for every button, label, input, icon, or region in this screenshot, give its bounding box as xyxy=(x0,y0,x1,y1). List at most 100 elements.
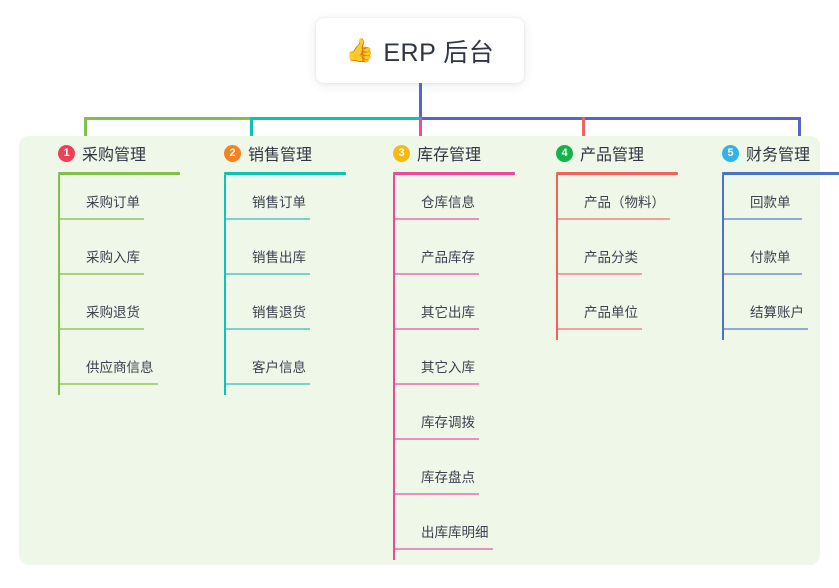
module-item-rule xyxy=(226,218,310,220)
module-item-rule xyxy=(395,273,479,275)
module-item[interactable]: 供应商信息 xyxy=(58,340,199,395)
module-item-label: 销售退货 xyxy=(252,305,306,320)
module-index-badge: 1 xyxy=(58,144,75,162)
branch-drop-3 xyxy=(419,117,422,139)
module-item-rule xyxy=(724,273,802,275)
module-item-rule xyxy=(558,273,642,275)
module-item-label: 其它入库 xyxy=(421,360,475,375)
module-item-rule xyxy=(60,218,144,220)
module-item-rule xyxy=(395,383,479,385)
module-header-rule xyxy=(58,172,180,175)
branch-drop-1 xyxy=(84,117,87,139)
module-item[interactable]: 库存调拨 xyxy=(393,395,544,450)
module-item-rule xyxy=(558,328,642,330)
module-header-2[interactable]: 2 销售管理 xyxy=(205,136,365,170)
modules-panel: 1 采购管理采购订单采购入库采购退货供应商信息 2 销售管理销售订单销售出库销售退货客… xyxy=(19,136,839,565)
module-index-badge: 4 xyxy=(556,144,573,162)
module-item-rule xyxy=(395,493,479,495)
module-item-label: 回款单 xyxy=(750,195,791,210)
module-item-rule xyxy=(60,383,158,385)
module-item-label: 付款单 xyxy=(750,250,791,265)
module-item[interactable]: 产品库存 xyxy=(393,230,544,285)
module-item-label: 销售出库 xyxy=(252,250,306,265)
module-item-label: 产品库存 xyxy=(421,250,475,265)
module-title: 财务管理 xyxy=(746,147,811,164)
module-item[interactable]: 采购入库 xyxy=(58,230,199,285)
horizontal-connector-green xyxy=(84,117,252,120)
module-index-badge: 3 xyxy=(393,144,410,162)
module-header-rule xyxy=(224,172,346,175)
module-item-label: 出库库明细 xyxy=(421,525,489,540)
module-item-label: 采购入库 xyxy=(86,250,140,265)
module-item-label: 仓库信息 xyxy=(421,195,475,210)
module-header-4[interactable]: 4 产品管理 xyxy=(537,136,707,170)
module-item-rule xyxy=(395,218,479,220)
module-item[interactable]: 采购订单 xyxy=(58,175,199,230)
root-stem-connector xyxy=(419,83,422,119)
module-item[interactable]: 回款单 xyxy=(722,175,839,230)
module-item[interactable]: 付款单 xyxy=(722,230,839,285)
module-item[interactable]: 采购退货 xyxy=(58,285,199,340)
module-item-list: 销售订单销售出库销售退货客户信息 xyxy=(224,175,365,395)
module-item-rule xyxy=(60,273,144,275)
module-item-list: 仓库信息产品库存其它出库其它入库库存调拨库存盘点出库库明细 xyxy=(393,175,544,560)
module-header-3[interactable]: 3 库存管理 xyxy=(374,136,544,170)
module-column-4: 4 产品管理产品（物料） 产品分类产品单位 xyxy=(537,136,707,340)
module-column-1: 1 采购管理采购订单采购入库采购退货供应商信息 xyxy=(39,136,199,395)
module-spine-line xyxy=(224,175,226,395)
module-item[interactable]: 产品单位 xyxy=(556,285,707,340)
module-title: 库存管理 xyxy=(417,147,482,164)
module-title: 采购管理 xyxy=(82,147,147,164)
module-item[interactable]: 客户信息 xyxy=(224,340,365,395)
horizontal-connector-teal xyxy=(250,117,421,120)
module-title: 销售管理 xyxy=(248,147,313,164)
module-item-label: 产品分类 xyxy=(584,250,638,265)
root-title-card[interactable]: 👍 ERP 后台 xyxy=(316,18,524,83)
module-column-3: 3 库存管理仓库信息产品库存其它出库其它入库库存调拨库存盘点出库库明细 xyxy=(374,136,544,560)
module-item[interactable]: 出库库明细 xyxy=(393,505,544,560)
module-item-rule xyxy=(395,548,493,550)
module-item[interactable]: 仓库信息 xyxy=(393,175,544,230)
module-item-list: 采购订单采购入库采购退货供应商信息 xyxy=(58,175,199,395)
branch-drop-4 xyxy=(582,117,585,139)
branch-drop-5 xyxy=(798,117,801,139)
module-item-label: 产品单位 xyxy=(584,305,638,320)
module-item-rule xyxy=(60,328,144,330)
module-item-label: 库存盘点 xyxy=(421,470,475,485)
module-item-rule xyxy=(558,218,670,220)
module-item-label: 产品（物料） xyxy=(584,195,665,210)
module-item[interactable]: 其它入库 xyxy=(393,340,544,395)
module-item[interactable]: 库存盘点 xyxy=(393,450,544,505)
module-column-2: 2 销售管理销售订单销售出库销售退货客户信息 xyxy=(205,136,365,395)
module-item-list: 产品（物料） 产品分类产品单位 xyxy=(556,175,707,340)
module-title: 产品管理 xyxy=(580,147,645,164)
module-header-rule xyxy=(722,172,839,175)
root-title-text: ERP 后台 xyxy=(383,38,495,67)
module-item[interactable]: 产品（物料） xyxy=(556,175,707,230)
module-item-label: 其它出库 xyxy=(421,305,475,320)
module-spine-line xyxy=(393,175,395,560)
module-item-list: 回款单付款单结算账户 xyxy=(722,175,839,340)
horizontal-connector-blue xyxy=(419,117,801,120)
module-item-label: 客户信息 xyxy=(252,360,306,375)
module-item[interactable]: 结算账户 xyxy=(722,285,839,340)
module-spine-line xyxy=(722,175,724,340)
module-header-1[interactable]: 1 采购管理 xyxy=(39,136,199,170)
module-item-rule xyxy=(724,328,808,330)
module-item[interactable]: 销售订单 xyxy=(224,175,365,230)
module-item-label: 销售订单 xyxy=(252,195,306,210)
module-spine-line xyxy=(58,175,60,395)
module-item[interactable]: 销售出库 xyxy=(224,230,365,285)
module-item[interactable]: 销售退货 xyxy=(224,285,365,340)
module-item-label: 供应商信息 xyxy=(86,360,154,375)
module-index-badge: 2 xyxy=(224,144,241,162)
module-item-rule xyxy=(226,383,310,385)
module-item[interactable]: 产品分类 xyxy=(556,230,707,285)
module-spine-line xyxy=(556,175,558,340)
branch-drop-2 xyxy=(250,117,253,139)
thumbs-up-icon: 👍 xyxy=(345,37,375,63)
module-item-label: 采购退货 xyxy=(86,305,140,320)
module-item[interactable]: 其它出库 xyxy=(393,285,544,340)
